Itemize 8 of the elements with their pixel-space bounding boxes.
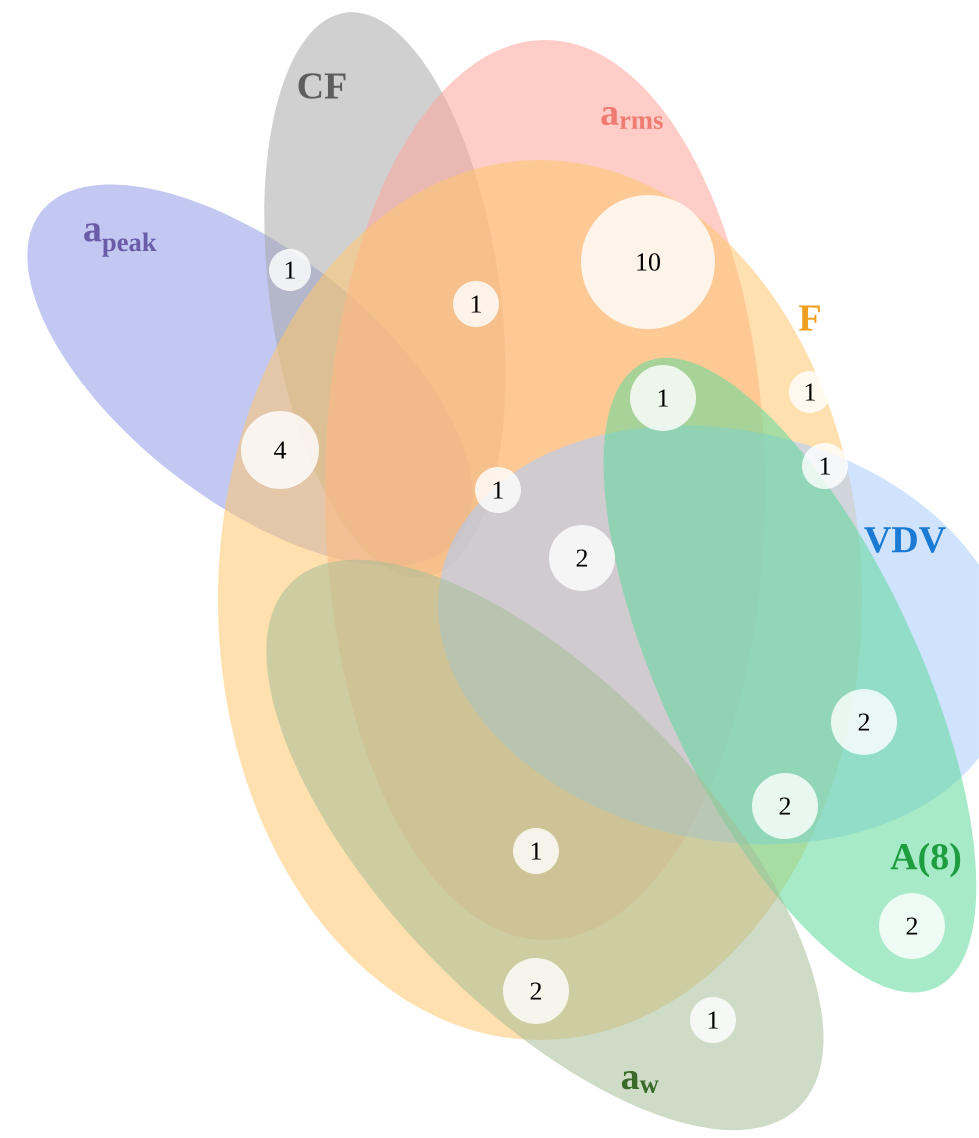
set-label: a$_{rms}$ (601, 106, 663, 130)
set-label: a$_{peak}$ (84, 223, 157, 257)
set-label: F (799, 305, 820, 331)
set-label: A(8) (890, 842, 961, 878)
set-label: a$_{w}$ (621, 1071, 659, 1093)
set-label: VDV (864, 527, 946, 553)
node-label: 1 (805, 383, 815, 401)
set-label: CF (298, 73, 346, 99)
